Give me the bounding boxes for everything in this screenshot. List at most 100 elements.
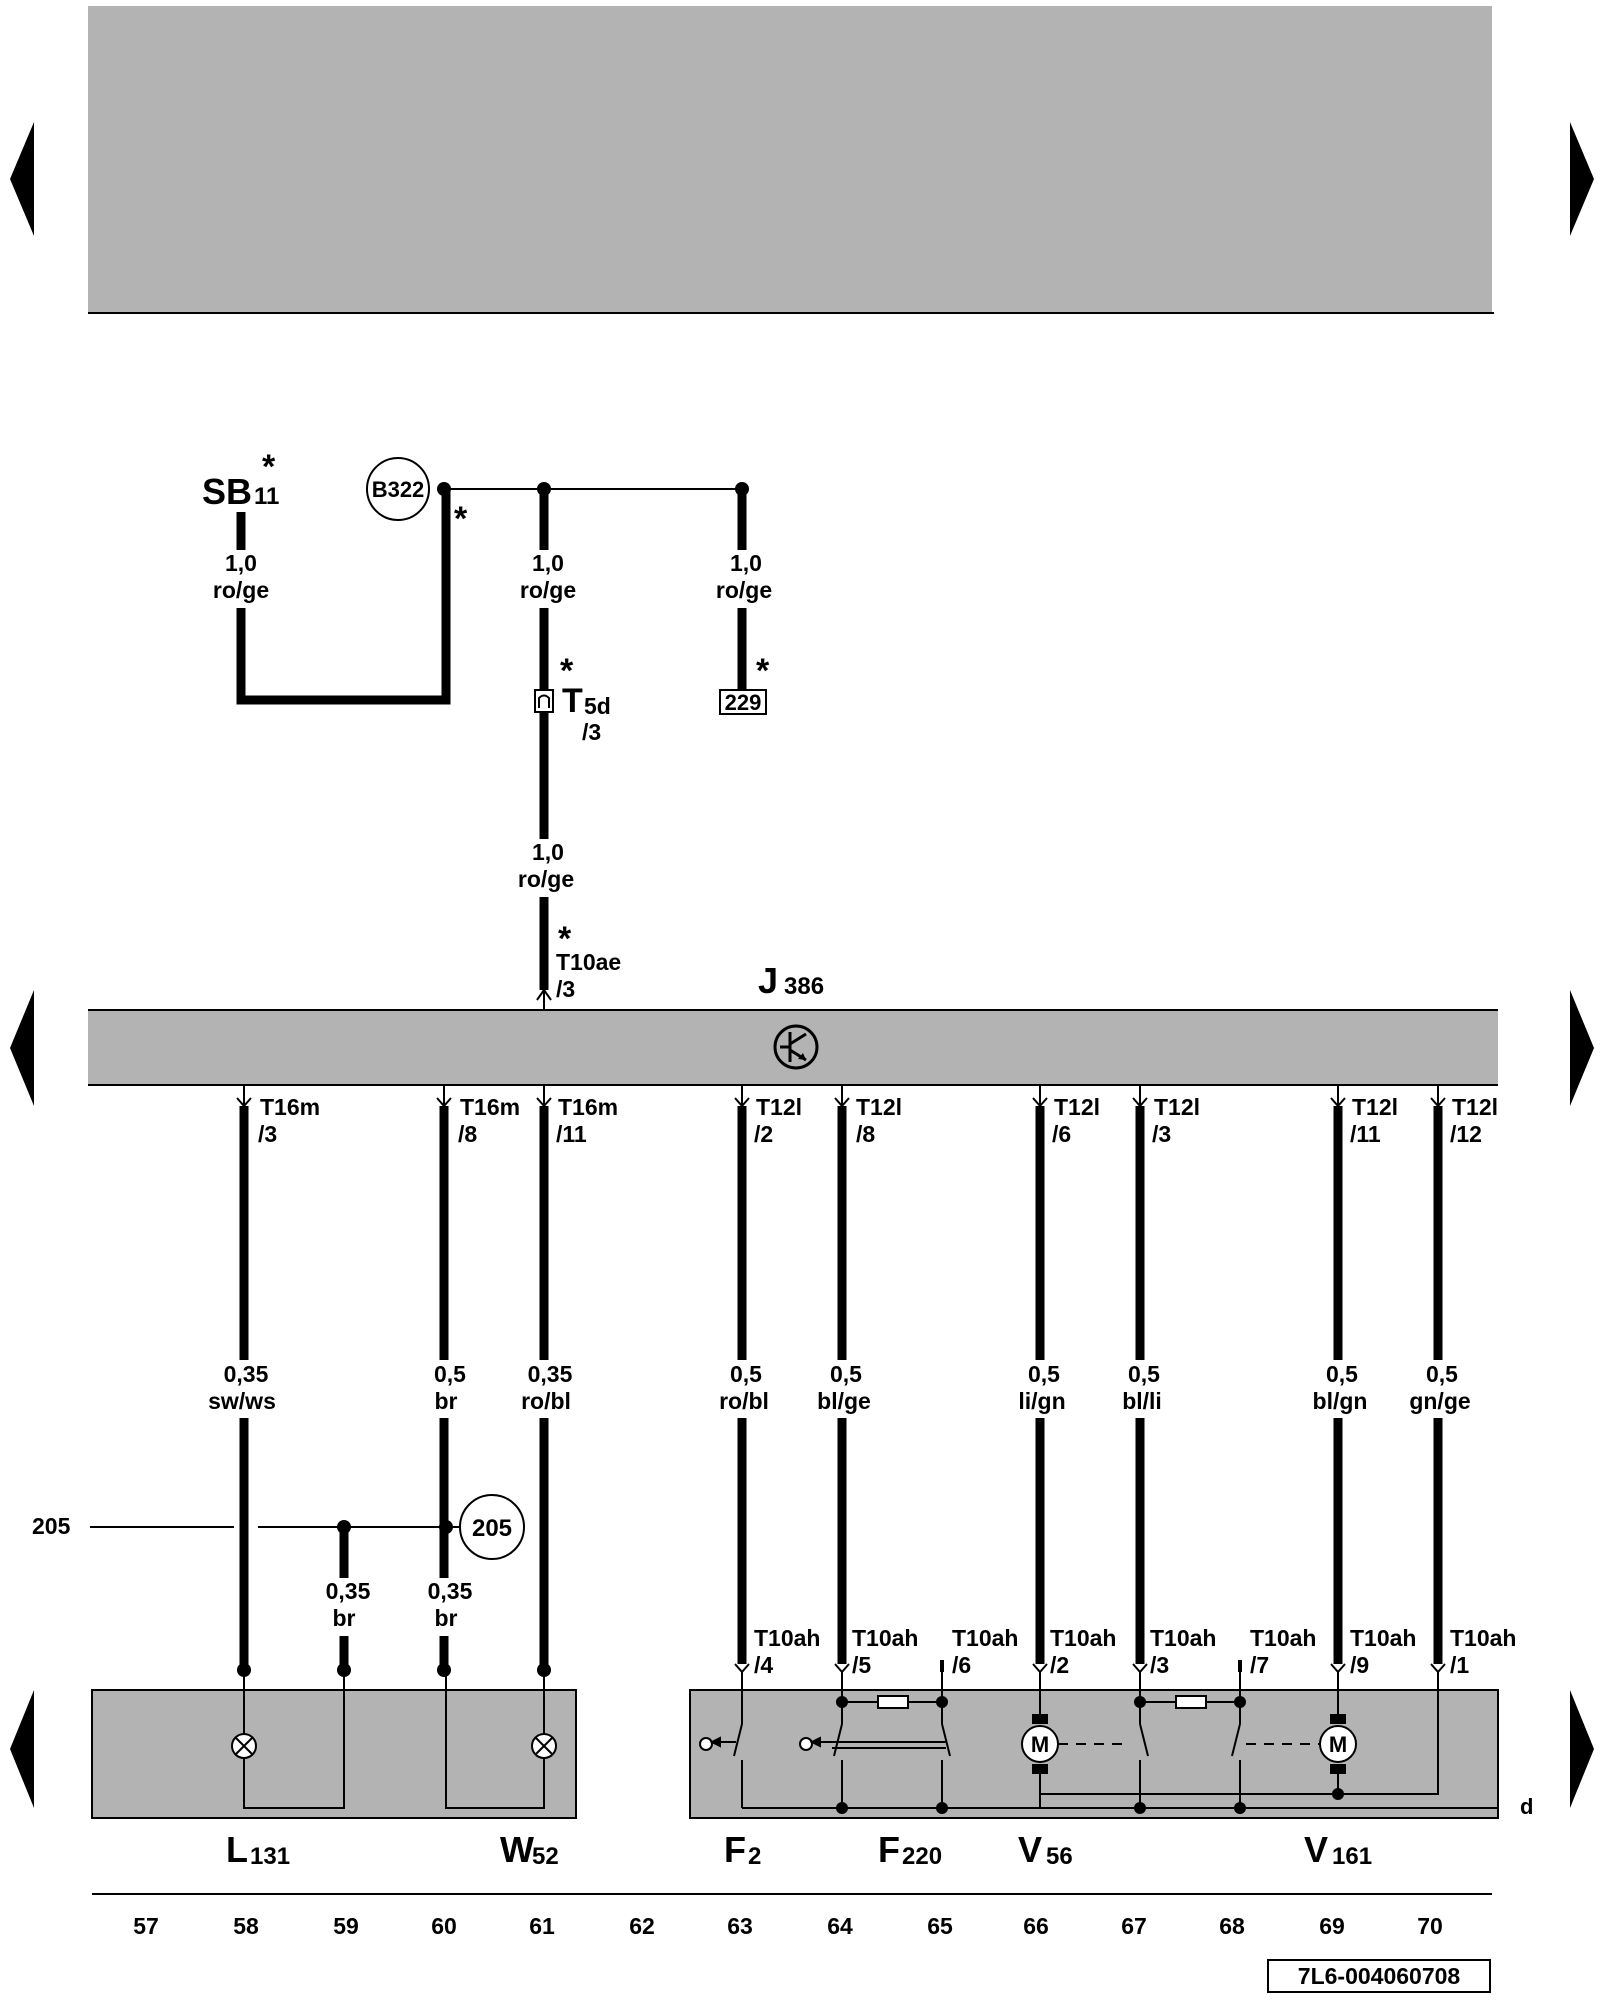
svg-text:/6: /6	[952, 1652, 971, 1678]
connector-t16m-11: T16m /11	[536, 1085, 618, 1147]
component-labels: L 131 W 52 F 2 F 220 V 56 V 161	[226, 1829, 1372, 1870]
wire-size: 1,0	[532, 550, 564, 576]
wire-size: 0,35	[428, 1578, 473, 1604]
svg-text:/11: /11	[1350, 1121, 1381, 1147]
t5d-name: T	[562, 682, 583, 720]
svg-text:*: *	[262, 448, 276, 486]
svg-text:52: 52	[532, 1843, 559, 1870]
j386-name: J	[758, 960, 778, 1001]
svg-text:ro/bl: ro/bl	[719, 1388, 769, 1414]
wire-size: 1,0	[225, 550, 257, 576]
t5d-sub: 5d	[584, 693, 611, 719]
wire-label-bg	[310, 1578, 378, 1636]
svg-text:/5: /5	[852, 1652, 871, 1678]
connector-t12l-12: T12l /12	[1430, 1085, 1498, 1147]
svg-text:0,5: 0,5	[1426, 1361, 1458, 1387]
wire-color: ro/ge	[716, 577, 772, 603]
svg-text:W: W	[500, 1829, 534, 1870]
svg-text:0,5: 0,5	[730, 1361, 762, 1387]
j386-sub: 386	[784, 973, 824, 1000]
svg-text:T12l: T12l	[1352, 1094, 1398, 1120]
t10ae-name: T10ae	[556, 949, 621, 975]
column-number: 63	[727, 1913, 753, 1939]
ref-229-label: 229	[725, 690, 762, 715]
svg-text:V: V	[1304, 1829, 1328, 1870]
nav-prev-arrow-top[interactable]	[10, 122, 34, 236]
svg-text:/9: /9	[1350, 1652, 1369, 1678]
svg-text:131: 131	[250, 1843, 290, 1870]
svg-text:T10ah: T10ah	[852, 1625, 918, 1651]
connector-t12l-2: T12l /2	[734, 1085, 802, 1147]
nav-prev-arrow-mid[interactable]	[10, 990, 34, 1106]
connector-t12l-11: T12l /11	[1330, 1085, 1398, 1147]
svg-text:T10ah: T10ah	[1150, 1625, 1216, 1651]
header-gray-panel	[88, 6, 1492, 312]
svg-text:0,5: 0,5	[434, 1361, 466, 1387]
nav-next-arrow-top[interactable]	[1570, 122, 1594, 236]
wire-size: 0,35	[326, 1578, 371, 1604]
wire-label-bg	[410, 1578, 478, 1636]
column-number: 62	[629, 1913, 655, 1939]
wire-color: ro/ge	[518, 866, 574, 892]
svg-text:2: 2	[748, 1843, 761, 1870]
j386-control-unit	[88, 1010, 1498, 1085]
svg-text:T10ah: T10ah	[952, 1625, 1018, 1651]
ground-ref-number[interactable]: 205	[32, 1513, 71, 1539]
svg-text:bl/gn: bl/gn	[1313, 1388, 1368, 1414]
svg-text:/2: /2	[754, 1121, 773, 1147]
wire-label-bg	[508, 550, 580, 608]
ground-205-circle	[459, 1494, 525, 1560]
wire-color: br	[435, 1605, 458, 1631]
ref-229-star: *	[756, 652, 770, 690]
svg-text:/3: /3	[1152, 1121, 1171, 1147]
svg-text:/7: /7	[1250, 1652, 1269, 1678]
column-number: 67	[1121, 1913, 1147, 1939]
svg-text:/8: /8	[856, 1121, 875, 1147]
svg-text:li/gn: li/gn	[1018, 1388, 1065, 1414]
column-number: 66	[1023, 1913, 1049, 1939]
nav-next-arrow-mid[interactable]	[1570, 990, 1594, 1106]
column-number: 61	[529, 1913, 555, 1939]
svg-text:T16m: T16m	[558, 1094, 618, 1120]
t5d-pin: /3	[582, 719, 601, 745]
column-number: 57	[133, 1913, 159, 1939]
wire-size: 1,0	[532, 839, 564, 865]
svg-text:T10ah: T10ah	[754, 1625, 820, 1651]
transistor-icon	[773, 1024, 819, 1070]
column-number: 60	[431, 1913, 457, 1939]
svg-text:0,5: 0,5	[1028, 1361, 1060, 1387]
svg-text:T12l: T12l	[1054, 1094, 1100, 1120]
svg-text:0,5: 0,5	[1128, 1361, 1160, 1387]
t10ah-connectors: T10ah /4 T10ah /5 T10ah /6 T10ah /2 T10a…	[734, 1625, 1516, 1678]
svg-text:/3: /3	[1150, 1652, 1169, 1678]
t5d-connector-box	[534, 689, 554, 713]
lamp-component-box	[91, 1689, 577, 1819]
connector-t16m-3: T16m /3	[236, 1085, 320, 1147]
column-number: 64	[827, 1913, 853, 1939]
svg-text:T10ah: T10ah	[1450, 1625, 1516, 1651]
wire-label-group: 0,35 sw/ws 0,5 br 0,35 ro/bl 0,5 ro/bl 0…	[205, 1360, 1478, 1418]
svg-text:T16m: T16m	[460, 1094, 520, 1120]
footer-code-box	[1267, 1959, 1491, 1993]
svg-text:/12: /12	[1450, 1121, 1482, 1147]
svg-text:161: 161	[1332, 1843, 1372, 1870]
lamp-icon	[445, 1670, 557, 1809]
svg-text:T12l: T12l	[856, 1094, 902, 1120]
svg-text:F: F	[878, 1829, 900, 1870]
svg-text:bl/li: bl/li	[1122, 1388, 1162, 1414]
ref-229-box[interactable]	[719, 689, 767, 715]
nav-prev-arrow-bottom[interactable]	[10, 1690, 34, 1808]
switch-motor-component-box	[689, 1689, 1499, 1819]
svg-text:bl/ge: bl/ge	[817, 1388, 871, 1414]
wire-label-bg	[508, 839, 580, 897]
svg-text:T12l: T12l	[1452, 1094, 1498, 1120]
svg-text:L: L	[226, 1829, 248, 1870]
connector-t16m-8: T16m /8	[436, 1085, 520, 1147]
connector-t12l-6: T12l /6	[1032, 1085, 1100, 1147]
svg-text:/8: /8	[458, 1121, 477, 1147]
wire-color: ro/ge	[520, 577, 576, 603]
column-number: 69	[1319, 1913, 1345, 1939]
svg-text:0,5: 0,5	[1326, 1361, 1358, 1387]
nav-next-arrow-bottom[interactable]	[1570, 1690, 1594, 1808]
svg-text:V: V	[1018, 1829, 1042, 1870]
